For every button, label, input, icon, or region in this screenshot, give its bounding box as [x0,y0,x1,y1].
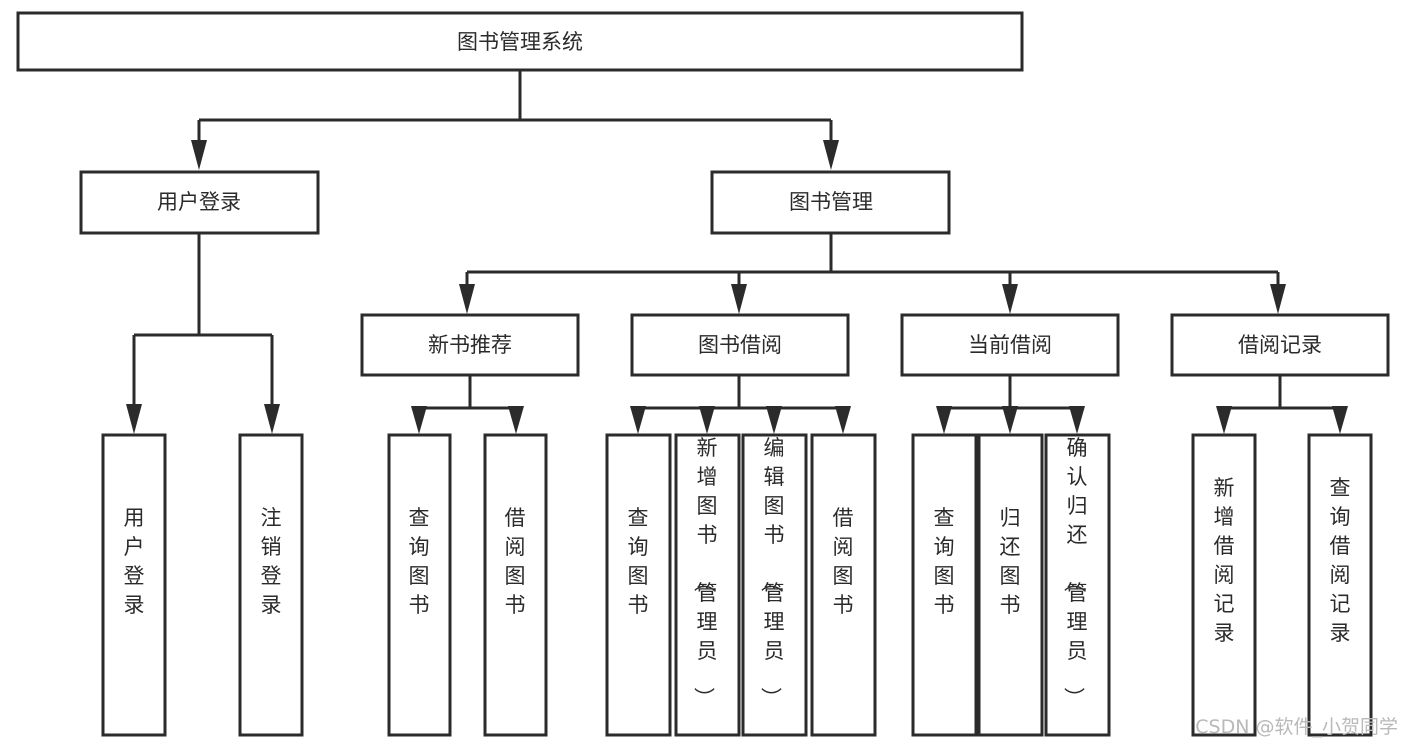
arrow-head-leaf-return-book [1002,406,1018,434]
arrow-head-user-login [191,140,207,170]
arrow-head-leaf-query-book-2 [630,406,646,434]
node-leaf-query-book-3-label: 查询图书 [934,506,955,617]
node-leaf-add-record[interactable]: 新增借阅记录 [1191,433,1257,737]
node-root-label: 图书管理系统 [457,30,583,54]
arrow-head-book-manage [823,140,839,170]
node-book-borrow[interactable]: 图书借阅 [630,313,850,377]
node-borrow-record-label: 借阅记录 [1238,333,1322,357]
node-leaf-borrow-book-2-label: 借阅图书 [833,506,854,617]
node-book-manage-label: 图书管理 [789,190,873,214]
node-current-borrow-label: 当前借阅 [968,333,1052,357]
node-leaf-return-book[interactable]: 归还图书 [977,433,1044,737]
node-leaf-query-book-2-label: 查询图书 [628,506,649,617]
node-book-borrow-label: 图书借阅 [698,333,782,357]
node-leaf-add-book-label: 新增图书（管理员） [692,436,718,708]
node-leaf-confirm-return[interactable]: 确认归还（管理员） [1044,433,1111,737]
node-leaf-borrow-book-1[interactable]: 借阅图书 [483,433,548,737]
arrow-head-leaf-user-logout [264,404,280,434]
arrow-head-leaf-borrow-book-2 [835,406,851,434]
arrow-head-leaf-add-book [699,406,715,434]
node-new-book-rec-label: 新书推荐 [428,333,512,357]
node-leaf-query-book-1-label: 查询图书 [409,506,430,617]
node-leaf-query-book-1[interactable]: 查询图书 [387,433,452,737]
node-leaf-add-record-label: 新增借阅记录 [1214,476,1235,645]
node-root[interactable]: 图书管理系统 [16,11,1024,72]
arrow-head-current-borrow [1002,284,1018,314]
node-current-borrow[interactable]: 当前借阅 [900,313,1120,377]
node-leaf-query-book-2[interactable]: 查询图书 [605,433,672,737]
node-leaf-query-record-label: 查询借阅记录 [1330,476,1351,645]
node-borrow-record[interactable]: 借阅记录 [1170,313,1390,377]
arrow-head-leaf-confirm-return [1069,406,1085,434]
watermark: CSDN @软件_小贺同学 [1195,716,1398,738]
arrow-head-leaf-add-record [1216,406,1232,434]
node-leaf-query-book-3[interactable]: 查询图书 [911,433,978,737]
node-leaf-edit-book[interactable]: 编辑图书（管理员） [741,433,808,737]
node-leaf-return-book-label: 归还图书 [1000,506,1021,617]
arrow-head-leaf-query-record [1332,406,1348,434]
node-leaf-borrow-book-2[interactable]: 借阅图书 [810,433,877,737]
node-leaf-user-login-label: 用户登录 [124,506,145,617]
arrow-head-leaf-edit-book [766,406,782,434]
arrow-head-leaf-user-login [126,404,142,434]
node-leaf-user-logout-label: 注销登录 [261,506,282,617]
node-leaf-borrow-book-1-label: 借阅图书 [505,506,526,617]
arrow-head-leaf-query-book-3 [936,406,952,434]
node-user-login[interactable]: 用户登录 [79,170,320,235]
connector-layer [126,70,1348,434]
node-leaf-user-login[interactable]: 用户登录 [101,433,167,737]
node-leaf-query-record[interactable]: 查询借阅记录 [1307,433,1373,737]
node-new-book-rec[interactable]: 新书推荐 [360,313,580,377]
node-leaf-user-logout[interactable]: 注销登录 [238,433,304,737]
arrow-head-leaf-query-book-1 [411,406,427,434]
node-user-login-label: 用户登录 [157,190,241,214]
node-leaf-confirm-return-label: 确认归还（管理员） [1062,436,1088,708]
node-leaf-edit-book-label: 编辑图书（管理员） [759,436,785,708]
arrow-head-new-book-rec [459,284,475,314]
arrow-head-leaf-borrow-book-1 [508,406,524,434]
arrow-head-borrow-record [1270,284,1286,314]
node-book-manage[interactable]: 图书管理 [710,170,951,235]
node-leaf-add-book[interactable]: 新增图书（管理员） [674,433,741,737]
arrow-head-book-borrow [731,284,747,314]
